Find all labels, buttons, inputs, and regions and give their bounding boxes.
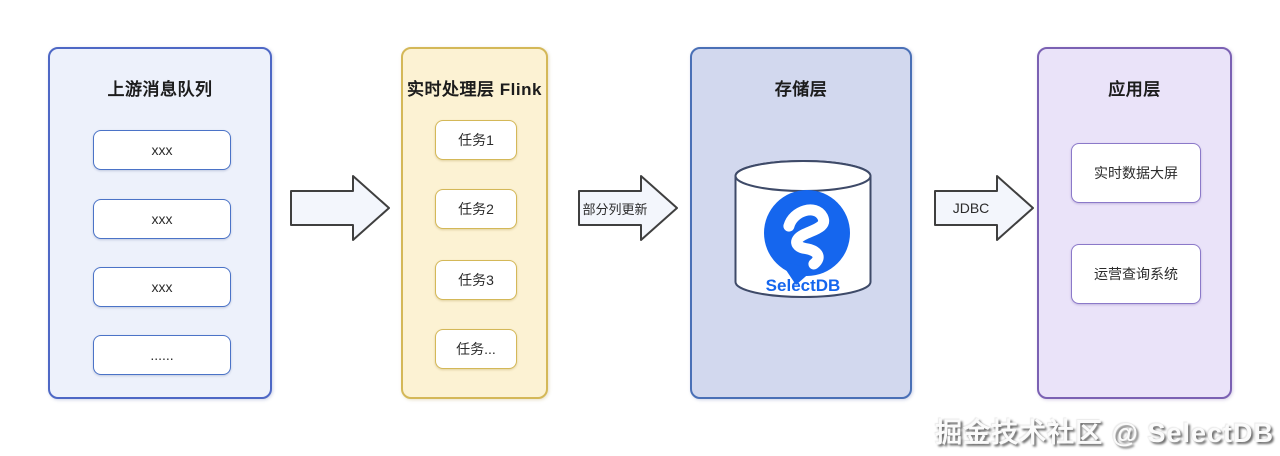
panel-storage-title: 存储层 <box>774 80 828 99</box>
queue-item-box: xxx <box>93 130 231 170</box>
selectdb-logo-icon <box>764 190 850 285</box>
flow-arrow-queue-to-flink <box>289 174 393 242</box>
watermark: 掘金技术社区 @ SelectDB <box>935 418 1274 448</box>
queue-item-label: xxx <box>151 211 173 227</box>
queue-item-box: xxx <box>93 267 231 307</box>
flink-task-box: 任务3 <box>435 260 517 300</box>
flink-task-label: 任务3 <box>458 272 494 288</box>
app-system-box: 运营查询系统 <box>1071 244 1201 304</box>
flink-task-label: 任务1 <box>458 132 494 148</box>
queue-item-box: xxx <box>93 199 231 239</box>
right-block-arrow-icon <box>578 175 678 241</box>
panel-application-title: 应用层 <box>1108 80 1161 99</box>
selectdb-wordmark: SelectDB <box>766 276 841 295</box>
arrow-label-jdbc: JDBC <box>952 200 990 216</box>
panel-upstream-queue: 上游消息队列 xxx xxx xxx ...... <box>48 47 272 399</box>
arrow-label-partial-column-update: 部分列更新 <box>582 201 648 217</box>
flink-task-label: 任务... <box>456 341 496 357</box>
app-system-box: 实时数据大屏 <box>1071 143 1201 203</box>
right-block-arrow-icon <box>290 175 390 241</box>
panel-flink-processing: 实时处理层 Flink 任务1 任务2 任务3 任务... <box>401 47 548 399</box>
app-system-label: 实时数据大屏 <box>1094 165 1178 181</box>
panel-application: 应用层 实时数据大屏 运营查询系统 <box>1037 47 1232 399</box>
database-cylinder: SelectDB <box>734 159 872 305</box>
queue-item-label: ...... <box>150 347 174 363</box>
flink-task-box: 任务... <box>435 329 517 369</box>
flink-task-label: 任务2 <box>458 201 494 217</box>
panel-upstream-title: 上游消息队列 <box>107 80 213 99</box>
queue-item-label: xxx <box>151 142 173 158</box>
app-system-label: 运营查询系统 <box>1094 266 1178 282</box>
queue-item-box: ...... <box>93 335 231 375</box>
right-block-arrow-icon <box>934 175 1034 241</box>
flink-task-box: 任务1 <box>435 120 517 160</box>
flow-arrow-storage-to-app: JDBC <box>933 174 1037 242</box>
flow-arrow-flink-to-storage: 部分列更新 <box>577 174 681 242</box>
flink-task-box: 任务2 <box>435 189 517 229</box>
panel-flink-title: 实时处理层 Flink <box>407 80 542 99</box>
database-cylinder-icon: SelectDB <box>734 160 872 298</box>
panel-storage: 存储层 SelectDB <box>690 47 912 399</box>
queue-item-label: xxx <box>151 279 173 295</box>
